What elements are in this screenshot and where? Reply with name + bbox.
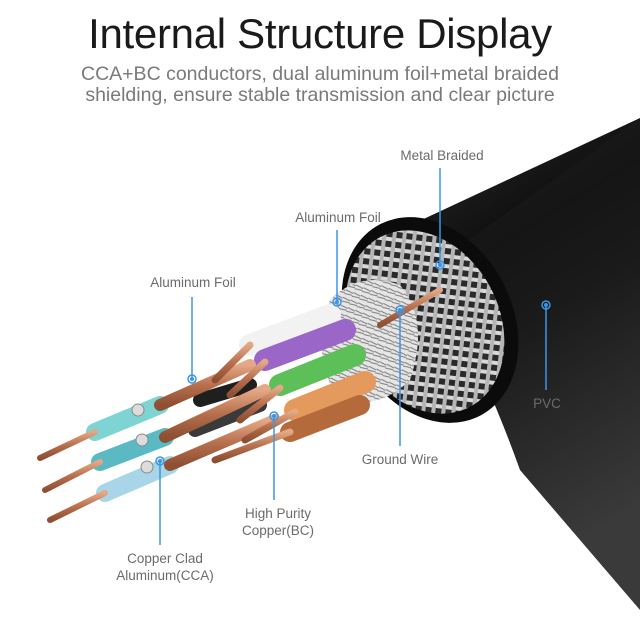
aluminum-foil-outer-layer bbox=[322, 280, 418, 403]
ground-wire bbox=[377, 287, 443, 328]
dot-copper-clad-aluminum bbox=[155, 456, 165, 466]
copper-conductors bbox=[37, 341, 299, 523]
dot-high-purity-copper bbox=[269, 411, 279, 421]
subtitle-line-1: CCA+BC conductors, dual aluminum foil+me… bbox=[81, 63, 559, 85]
dot-metal-braided bbox=[435, 260, 445, 270]
dot-pvc bbox=[541, 300, 551, 310]
dot-aluminum-foil-outer bbox=[332, 297, 342, 307]
callout-leaders bbox=[155, 168, 551, 545]
label-metal-braided: Metal Braided bbox=[400, 148, 484, 163]
label-copper-clad-aluminum: Copper Clad Aluminum(CCA) bbox=[116, 551, 214, 583]
label-aluminum-foil-inner: Aluminum Foil bbox=[150, 275, 236, 290]
label-high-purity-copper: High Purity Copper(BC) bbox=[241, 506, 315, 538]
dot-aluminum-foil-inner bbox=[187, 374, 197, 384]
aluminum-cores bbox=[131, 403, 154, 474]
label-pvc: PVC bbox=[533, 396, 561, 411]
label-ground-wire: Ground Wire bbox=[361, 452, 439, 467]
subtitle-line-2: shielding, ensure stable transmission an… bbox=[85, 84, 555, 106]
page-subtitle: CCA+BC conductors, dual aluminum foil+me… bbox=[0, 64, 640, 106]
label-aluminum-foil-outer: Aluminum Foil bbox=[295, 210, 381, 225]
dot-ground-wire bbox=[395, 305, 405, 315]
page-title: Internal Structure Display bbox=[88, 10, 552, 57]
